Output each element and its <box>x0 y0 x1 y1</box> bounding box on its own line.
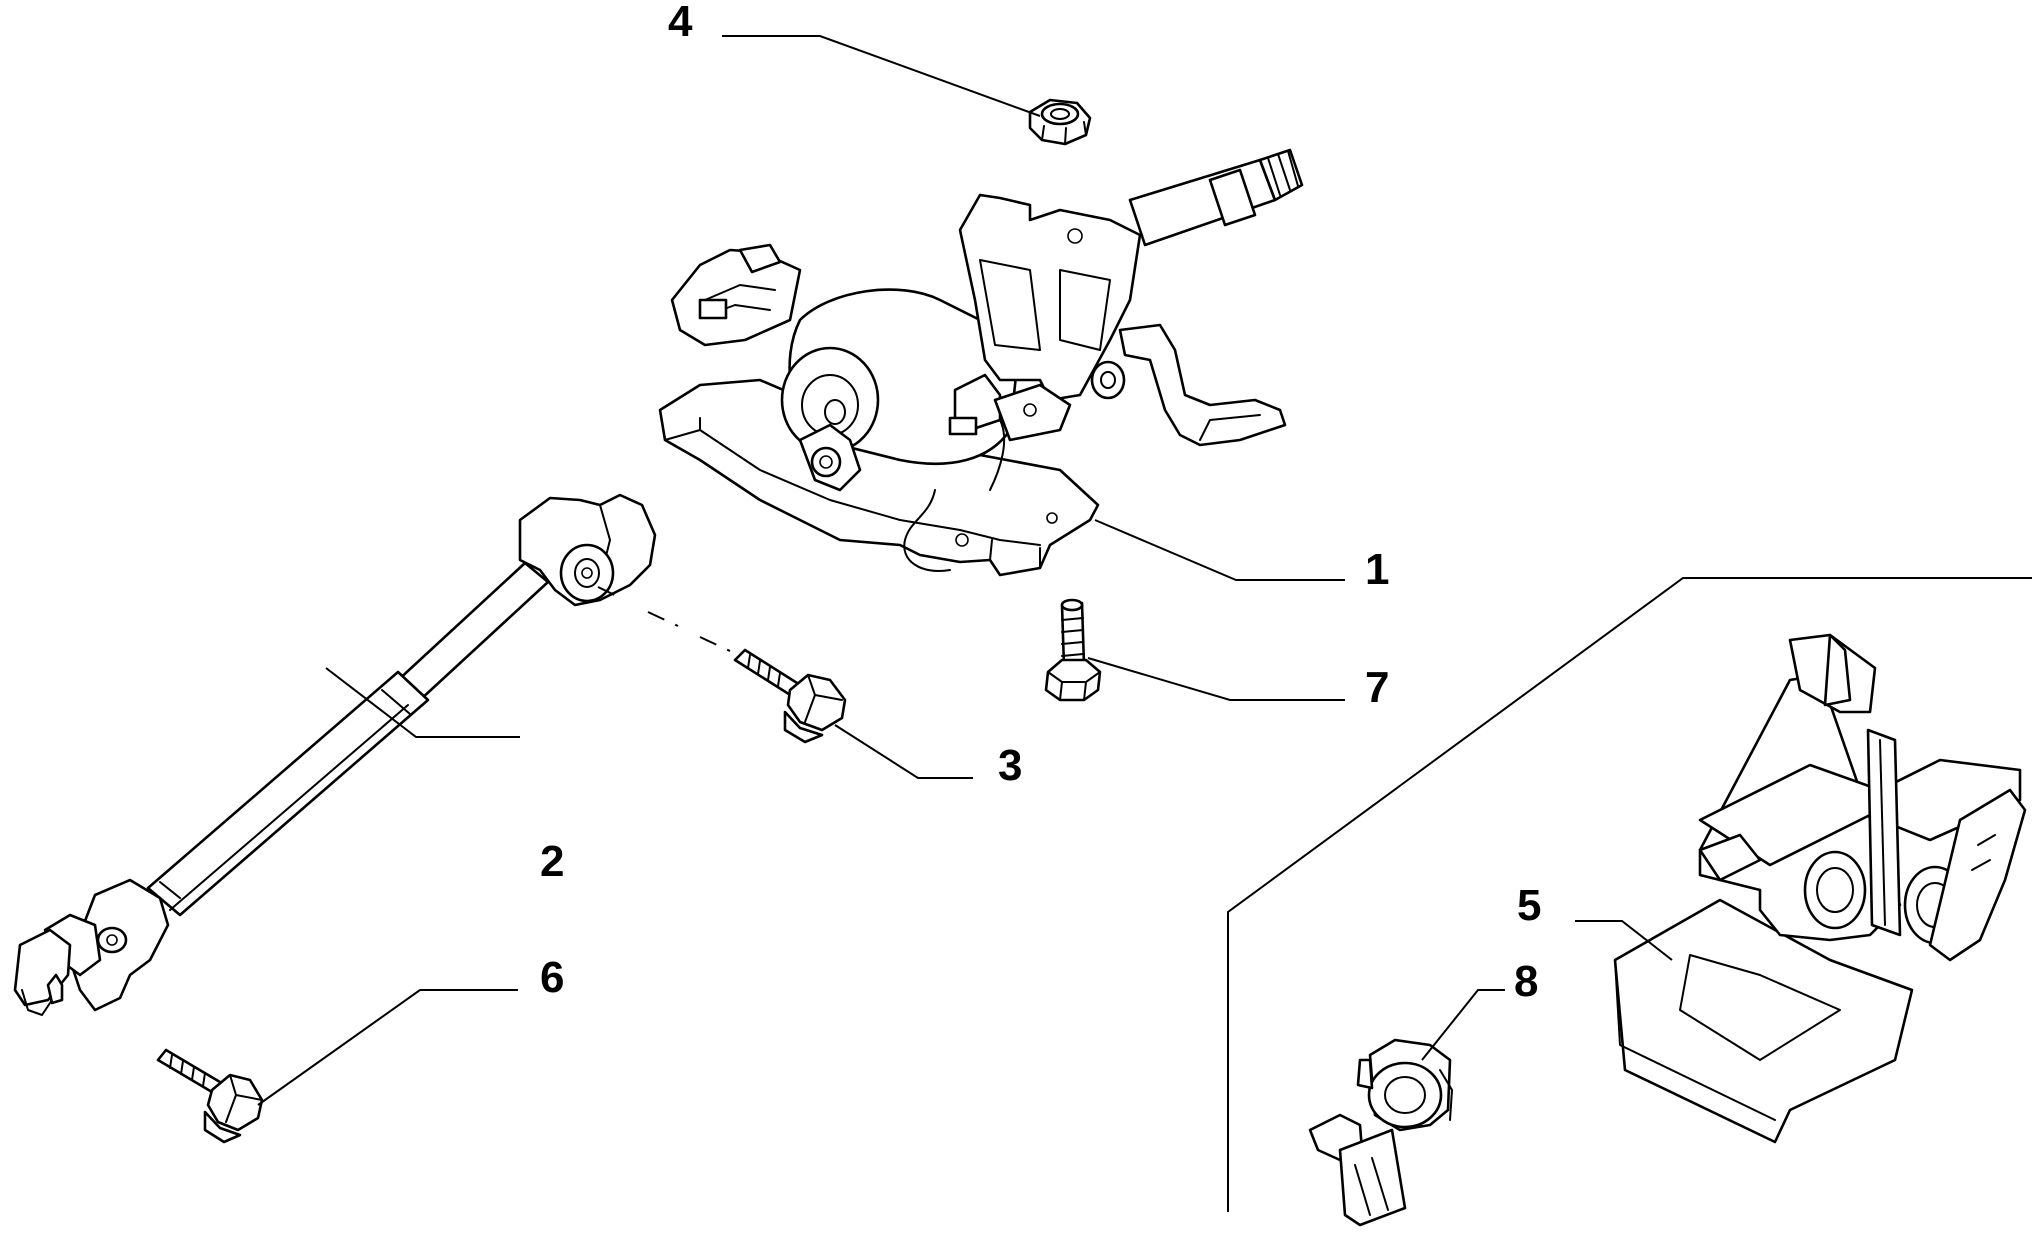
steering-column-assembly-icon <box>658 148 1304 577</box>
callout-7: 7 <box>1365 663 1389 712</box>
hex-nut-icon <box>1028 98 1092 146</box>
bolt-icon <box>1044 598 1102 702</box>
callout-8: 8 <box>1514 957 1538 1006</box>
callout-2: 2 <box>540 837 564 886</box>
bolt-icon <box>733 648 847 744</box>
callout-3: 3 <box>998 741 1022 790</box>
callout-1: 1 <box>1365 545 1389 594</box>
bolt-icon <box>156 1048 264 1144</box>
clip-icon <box>1308 1038 1453 1227</box>
intermediate-shaft-icon <box>13 493 657 1016</box>
callout-6: 6 <box>540 953 564 1002</box>
callout-4: 4 <box>668 0 693 46</box>
leader-lines <box>257 35 1673 1106</box>
callout-5: 5 <box>1517 881 1541 930</box>
column-shroud-bracket-icon <box>1613 633 2027 1144</box>
detail-boundary <box>1227 577 2032 1212</box>
